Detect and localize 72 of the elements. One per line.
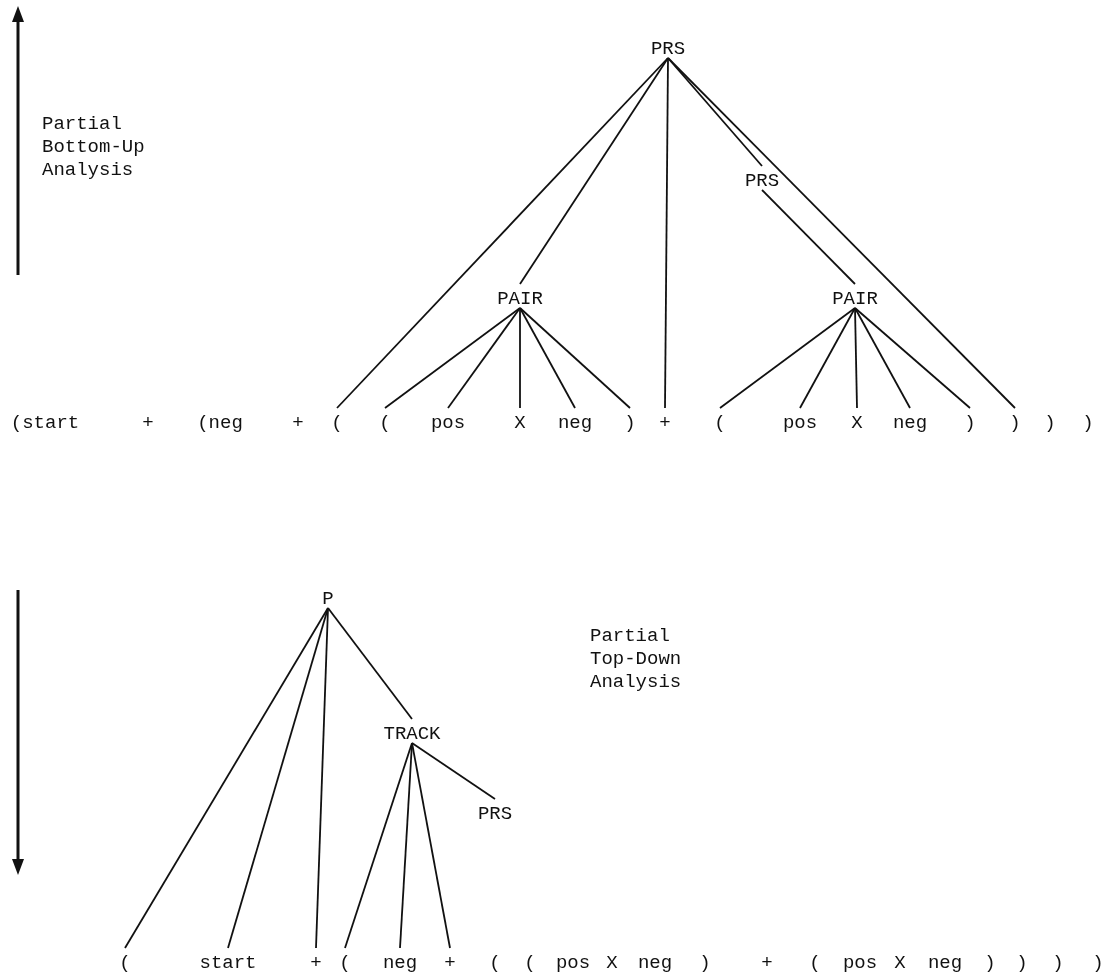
token-symbol: pos xyxy=(555,952,591,974)
token-symbol: (start xyxy=(10,412,80,434)
token-symbol: pos xyxy=(782,412,818,434)
tree-branch-line xyxy=(315,607,329,949)
tree-branch-line xyxy=(344,742,413,949)
tree-branch-line xyxy=(411,742,451,949)
token-symbol: + xyxy=(659,412,671,434)
token-symbol: ) xyxy=(624,412,636,434)
nonterminal-label: PAIR xyxy=(832,288,878,310)
token-symbol: ) xyxy=(984,952,996,974)
token-symbol: ( xyxy=(524,952,536,974)
token-symbol: X xyxy=(606,952,618,974)
token-symbol: + xyxy=(310,952,322,974)
token-symbol: + xyxy=(761,952,773,974)
token-symbol: X xyxy=(851,412,863,434)
tree-branch-line xyxy=(519,307,576,409)
token-symbol: ) xyxy=(1082,412,1094,434)
token-symbol: ) xyxy=(1016,952,1028,974)
nonterminal-label: P xyxy=(322,588,334,610)
token-symbol: neg xyxy=(557,412,593,434)
token-symbol: pos xyxy=(842,952,878,974)
token-symbol: X xyxy=(894,952,906,974)
token-symbol: neg xyxy=(892,412,928,434)
nonterminal-label: PRS xyxy=(477,803,513,825)
token-symbol: pos xyxy=(430,412,466,434)
token-symbol: ) xyxy=(1044,412,1056,434)
tree-branch-line xyxy=(854,307,971,409)
token-symbol: start xyxy=(199,952,257,974)
tree-branch-line xyxy=(519,307,521,409)
tree-branch-line xyxy=(384,307,521,409)
tree-branch-line xyxy=(719,307,856,409)
tree-branch-line xyxy=(336,57,669,409)
tree-branch-line xyxy=(799,307,856,409)
nonterminal-label: PRS xyxy=(650,38,686,60)
token-symbol: ( xyxy=(331,412,343,434)
tree-branch-line xyxy=(667,57,1016,409)
tree-branch-line xyxy=(664,57,669,409)
token-symbol: ( xyxy=(714,412,726,434)
token-symbol: + xyxy=(142,412,154,434)
nonterminal-label: PRS xyxy=(744,170,780,192)
token-symbol: ) xyxy=(1092,952,1104,974)
tree-branch-line xyxy=(761,189,856,285)
token-symbol: neg xyxy=(382,952,418,974)
tree-branch-line xyxy=(854,307,858,409)
tree-branch-line xyxy=(227,607,329,949)
token-symbol: ) xyxy=(1009,412,1021,434)
token-symbol: ) xyxy=(699,952,711,974)
token-symbol: neg xyxy=(927,952,963,974)
tree-branch-line xyxy=(854,307,911,409)
token-symbol: ( xyxy=(119,952,131,974)
token-symbol: neg xyxy=(637,952,673,974)
token-symbol: ( xyxy=(379,412,391,434)
tree-branch-line xyxy=(447,307,521,409)
token-symbol: ( xyxy=(809,952,821,974)
token-symbol: ) xyxy=(964,412,976,434)
token-symbol: ( xyxy=(489,952,501,974)
nonterminal-label: PAIR xyxy=(497,288,543,310)
tree-branch-line xyxy=(327,607,413,720)
tree-branch-line xyxy=(519,307,631,409)
annotation-text: Partial Bottom-Up Analysis xyxy=(42,113,146,182)
tree-branch-line xyxy=(124,607,329,949)
token-symbol: ( xyxy=(339,952,351,974)
token-symbol: + xyxy=(292,412,304,434)
token-symbol: (neg xyxy=(197,412,243,434)
token-symbol: X xyxy=(514,412,526,434)
tree-branch-line xyxy=(411,742,496,800)
tree-branch-line xyxy=(399,742,413,949)
nonterminal-label: TRACK xyxy=(383,723,441,745)
annotation-text: Partial Top-Down Analysis xyxy=(590,625,683,694)
token-symbol: ) xyxy=(1052,952,1064,974)
token-symbol: + xyxy=(444,952,456,974)
tree-branch-line xyxy=(519,57,669,285)
